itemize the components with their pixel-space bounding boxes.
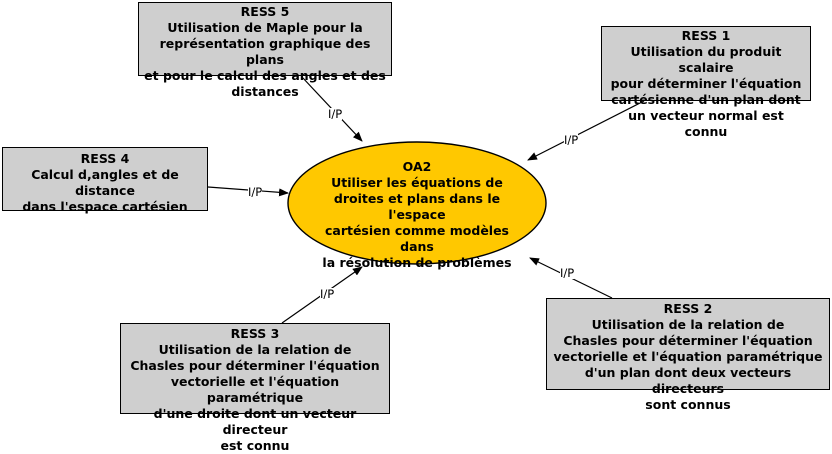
ress3-text: Utilisation de la relation de Chasles po… <box>130 342 380 453</box>
ress2-text: Utilisation de la relation de Chasles po… <box>553 317 823 412</box>
edge-label-ress2: I/P <box>560 266 575 280</box>
ress3-box: RESS 3 Utilisation de la relation de Cha… <box>120 323 390 453</box>
oa2-text-block: OA2 Utiliser les équations de droites et… <box>308 159 526 271</box>
edge-label-ress1: I/P <box>564 133 579 147</box>
edge-ress1-to-oa2 <box>527 100 645 161</box>
edge-label-ress4: I/P <box>248 185 263 199</box>
ress2-title: RESS 2 <box>663 301 713 316</box>
edge-label-ress3: I/P <box>320 287 335 301</box>
ress5-text: Utilisation de Maple pour la représentat… <box>144 20 386 99</box>
ress4-text: Calcul d,angles et de distance dans l'es… <box>22 167 188 214</box>
edge-label-ress5: I/P <box>328 107 343 121</box>
ress4-box: RESS 4 Calcul d,angles et de distance da… <box>2 147 208 214</box>
oa2-text: Utiliser les équations de droites et pla… <box>322 175 512 270</box>
ress3-title: RESS 3 <box>230 326 280 341</box>
ress1-text: Utilisation du produit scalaire pour dét… <box>610 44 802 139</box>
ress1-title: RESS 1 <box>681 28 731 43</box>
oa2-node: OA2 Utiliser les équations de droites et… <box>286 140 548 270</box>
oa2-title: OA2 <box>402 159 432 174</box>
ress4-title: RESS 4 <box>80 151 130 166</box>
ress5-title: RESS 5 <box>240 4 290 19</box>
ress1-box: RESS 1 Utilisation du produit scalaire p… <box>601 26 811 139</box>
oa2-ellipse <box>287 141 547 265</box>
ress2-box: RESS 2 Utilisation de la relation de Cha… <box>546 298 830 412</box>
ress5-box: RESS 5 Utilisation de Maple pour la repr… <box>138 2 392 99</box>
